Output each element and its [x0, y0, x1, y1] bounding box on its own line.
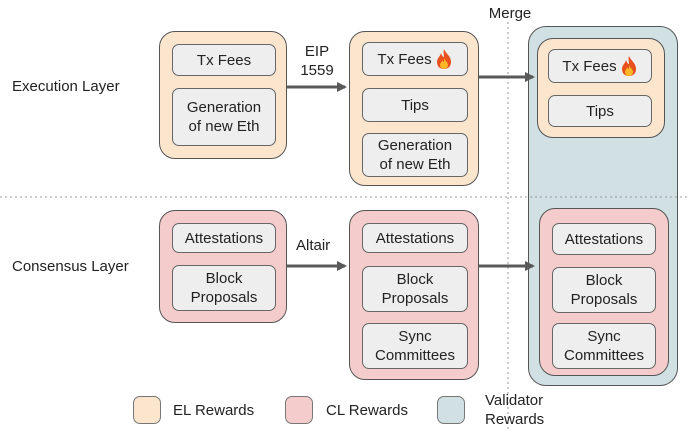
tx-fees-burn-item: Tx Fees [548, 49, 652, 83]
consensus-layer-label: Consensus Layer [12, 258, 129, 275]
cl-rewards-box-post-altair: Attestations Block Proposals Sync Commit… [349, 210, 479, 380]
block-proposals-item: Block Proposals [362, 266, 468, 312]
fire-icon [436, 49, 451, 69]
el-rewards-box-post-merge: Tx Fees Tips [537, 38, 665, 138]
cl-rewards-box-pre-altair: Attestations Block Proposals [159, 210, 287, 323]
new-eth-item: Generation of new Eth [362, 133, 468, 177]
cl-rewards-swatch [285, 396, 313, 424]
fire-icon [621, 56, 636, 76]
el-rewards-box-pre-eip: Tx Fees Generation of new Eth [159, 31, 287, 159]
eip-1559-label: EIP 1559 [300, 43, 334, 79]
el-rewards-swatch [133, 396, 161, 424]
execution-layer-label: Execution Layer [12, 78, 120, 95]
tips-item: Tips [548, 95, 652, 127]
el-rewards-legend-label: EL Rewards [173, 402, 255, 419]
el-rewards-box-post-eip: Tx Fees Tips Generation of new Eth [349, 31, 479, 186]
new-eth-item: Generation of new Eth [172, 88, 276, 146]
altair-label: Altair [296, 237, 331, 254]
sync-committees-item: Sync Committees [552, 323, 656, 369]
validator-rewards-swatch [437, 396, 465, 424]
cl-rewards-legend-label: CL Rewards [326, 402, 408, 419]
tx-fees-burn-item: Tx Fees [362, 42, 468, 76]
attestations-item: Attestations [172, 223, 276, 253]
block-proposals-item: Block Proposals [172, 265, 276, 311]
sync-committees-item: Sync Committees [362, 323, 468, 369]
block-proposals-item: Block Proposals [552, 267, 656, 313]
merge-label: Merge [488, 5, 532, 22]
validator-rewards-legend-label: Validator Rewards [485, 392, 545, 428]
tx-fees-item: Tx Fees [172, 44, 276, 76]
tx-fees-label: Tx Fees [562, 57, 617, 75]
cl-rewards-box-post-merge: Attestations Block Proposals Sync Commit… [539, 208, 669, 376]
tx-fees-label: Tx Fees [377, 50, 432, 68]
attestations-item: Attestations [362, 223, 468, 253]
tips-item: Tips [362, 88, 468, 122]
attestations-item: Attestations [552, 223, 656, 255]
